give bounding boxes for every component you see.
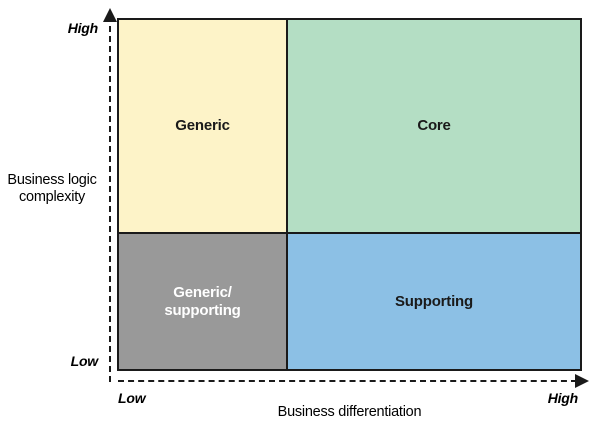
quadrant-generic-supporting[interactable]: Generic/ supporting bbox=[119, 234, 288, 369]
quadrant-matrix: Generic Core Generic/ supporting Support… bbox=[117, 18, 582, 371]
quadrant-supporting[interactable]: Supporting bbox=[288, 234, 580, 369]
x-axis-line bbox=[118, 380, 577, 382]
quadrant-generic-supporting-label: Generic/ supporting bbox=[164, 284, 241, 319]
y-axis-line bbox=[109, 26, 111, 382]
quadrant-generic[interactable]: Generic bbox=[119, 20, 288, 234]
x-axis-tick-low: Low bbox=[118, 390, 146, 406]
quadrant-supporting-label: Supporting bbox=[395, 292, 473, 310]
quadrant-generic-label: Generic bbox=[175, 117, 230, 135]
y-axis-tick-high: High bbox=[67, 20, 99, 36]
x-axis-tick-high: High bbox=[547, 390, 579, 406]
quadrant-core[interactable]: Core bbox=[288, 20, 580, 234]
y-axis-tick-low: Low bbox=[70, 353, 99, 369]
x-axis-arrow-icon bbox=[575, 374, 589, 388]
y-axis-arrow-icon bbox=[103, 8, 117, 22]
y-axis-title: Business logic complexity bbox=[7, 172, 97, 206]
quadrant-core-label: Core bbox=[417, 117, 451, 135]
x-axis-title: Business differentiation bbox=[277, 404, 422, 420]
